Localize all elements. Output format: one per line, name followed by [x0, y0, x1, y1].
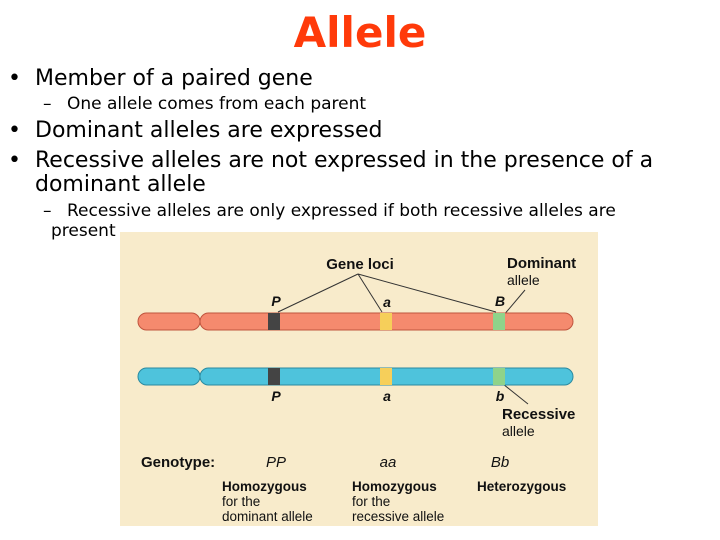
bullet-1: •Member of a paired gene	[8, 66, 313, 91]
chromosome-paternal	[137, 367, 574, 386]
bottom-label-p: P	[271, 388, 281, 404]
bullet-3: •Recessive alleles are not expressed in …	[8, 148, 654, 173]
gene-loci-lines	[277, 273, 529, 405]
recessive-label: Recessive	[502, 406, 575, 423]
genotype-bb: Bb	[491, 454, 509, 471]
genotype-aa: aa	[380, 454, 397, 471]
desc-1-head: Homozygous	[222, 479, 307, 494]
top-label-b: B	[495, 293, 505, 309]
bottom-label-a: a	[383, 388, 391, 404]
chromosome-maternal	[137, 312, 574, 331]
bullet-2: •Dominant alleles are expressed	[8, 118, 383, 143]
bottom-label-b: b	[496, 388, 505, 404]
gene-loci-label: Gene loci	[326, 256, 394, 273]
genotype-pp: PP	[266, 454, 286, 471]
recessive-allele-label: allele	[502, 423, 535, 439]
desc-3-head: Heterozygous	[477, 479, 566, 494]
locus-b-band	[493, 313, 505, 330]
genotype-label: Genotype:	[141, 454, 215, 471]
dominant-label: Dominant	[507, 255, 576, 272]
top-label-p: P	[271, 293, 281, 309]
sub-bullet-1: –One allele comes from each parent	[43, 94, 367, 114]
desc-2-line1: for the	[352, 494, 390, 509]
locus-p-band	[268, 313, 280, 330]
sub-bullet-3: –Recessive alleles are only expressed if…	[43, 201, 616, 221]
locus-a-band	[380, 313, 392, 330]
desc-2-line2: recessive allele	[352, 509, 444, 524]
dominant-allele-label: allele	[507, 272, 540, 288]
top-label-a: a	[383, 294, 391, 310]
desc-1-line2: dominant allele	[222, 509, 313, 524]
bullet-3-cont: dominant allele	[35, 172, 206, 197]
desc-1-line1: for the	[222, 494, 260, 509]
desc-2-head: Homozygous	[352, 479, 437, 494]
slide-title: Allele	[293, 8, 427, 57]
sub-bullet-3-cont: present	[51, 221, 116, 241]
